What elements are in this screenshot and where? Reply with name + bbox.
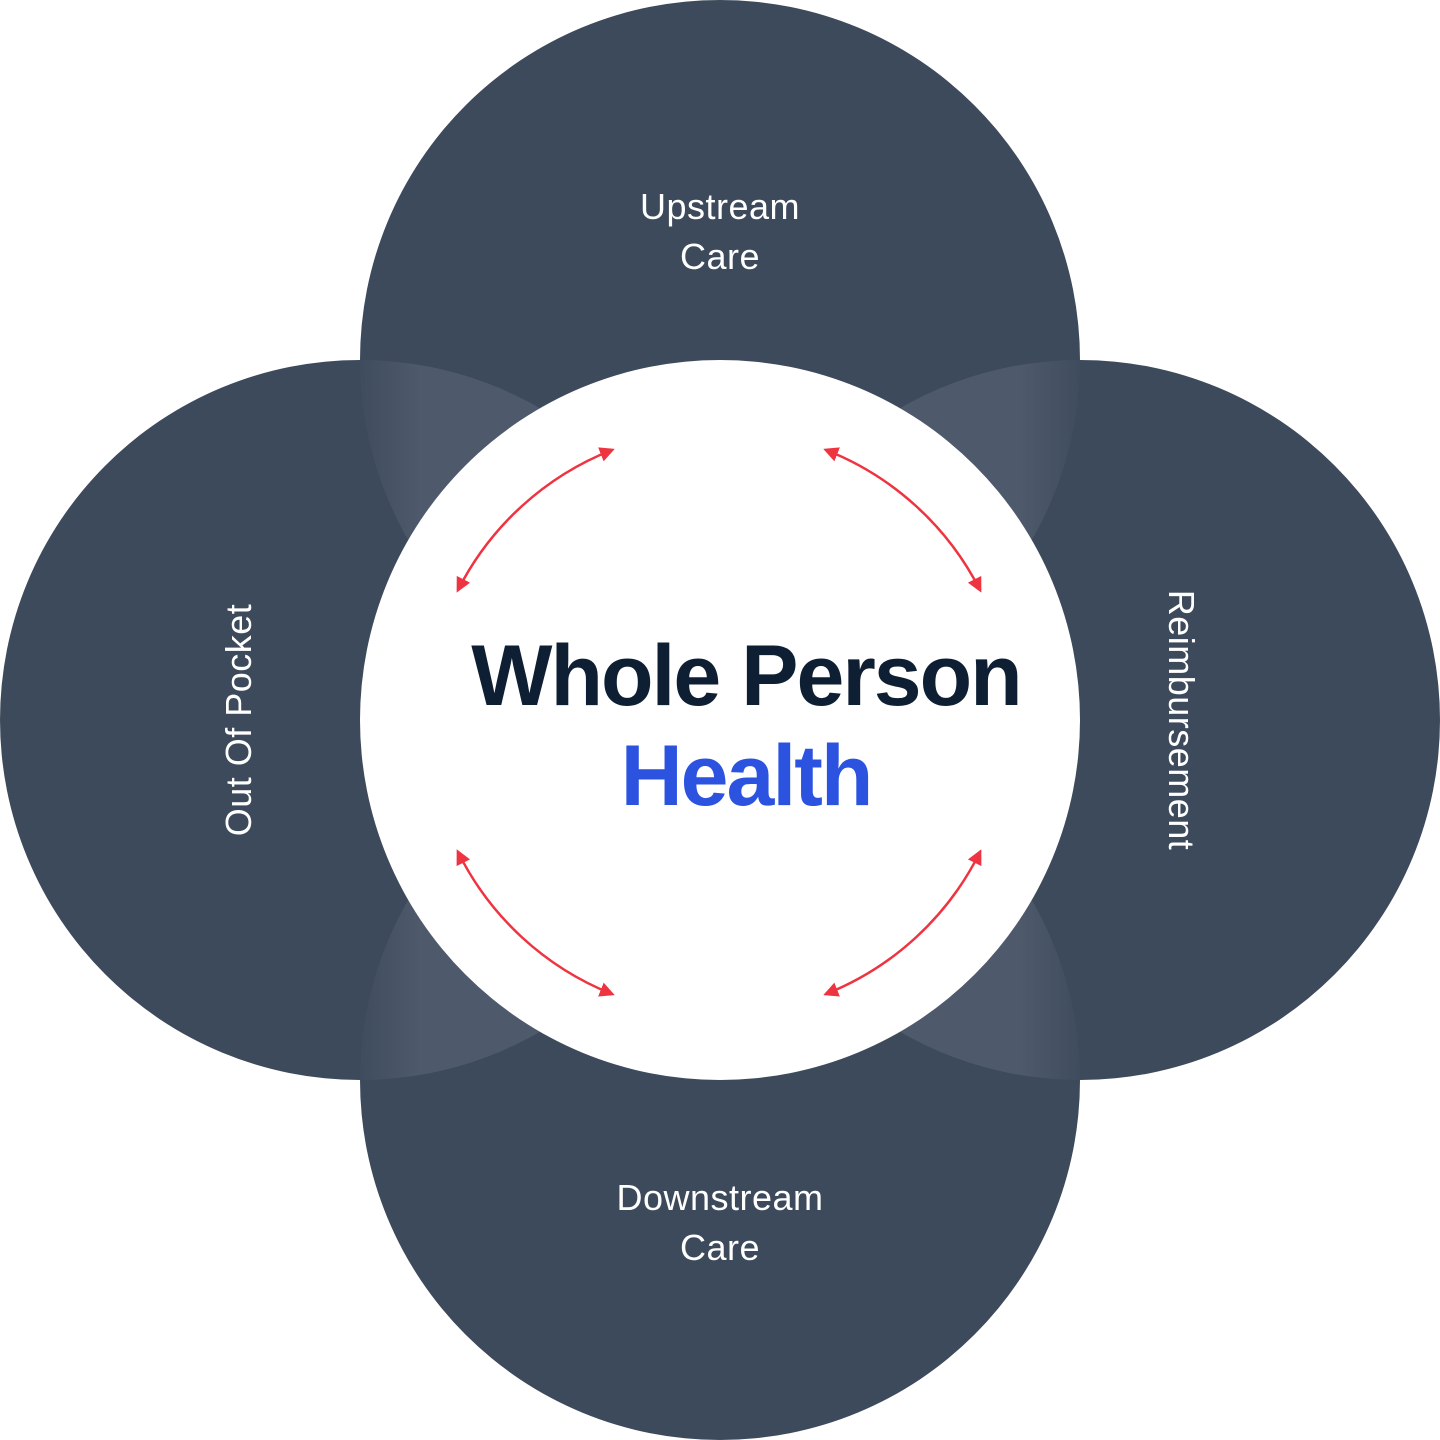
upstream-label-line2: Care: [680, 236, 760, 277]
arrow-bottom-right-icon: [823, 849, 982, 997]
reimbursement-label: Reimbursement: [1161, 590, 1202, 851]
upstream-label-line1: Upstream: [640, 186, 800, 227]
downstream-label-line2: Care: [680, 1227, 760, 1268]
arrow-top-left-icon: [456, 447, 615, 593]
downstream-label-line1: Downstream: [616, 1177, 823, 1218]
title-line1: Whole Person: [471, 628, 1020, 724]
arrow-top-right-icon: [823, 447, 982, 593]
arrow-bottom-left-icon: [456, 849, 615, 997]
title-line2: Health: [621, 728, 872, 824]
out-of-pocket-label: Out Of Pocket: [218, 604, 259, 837]
